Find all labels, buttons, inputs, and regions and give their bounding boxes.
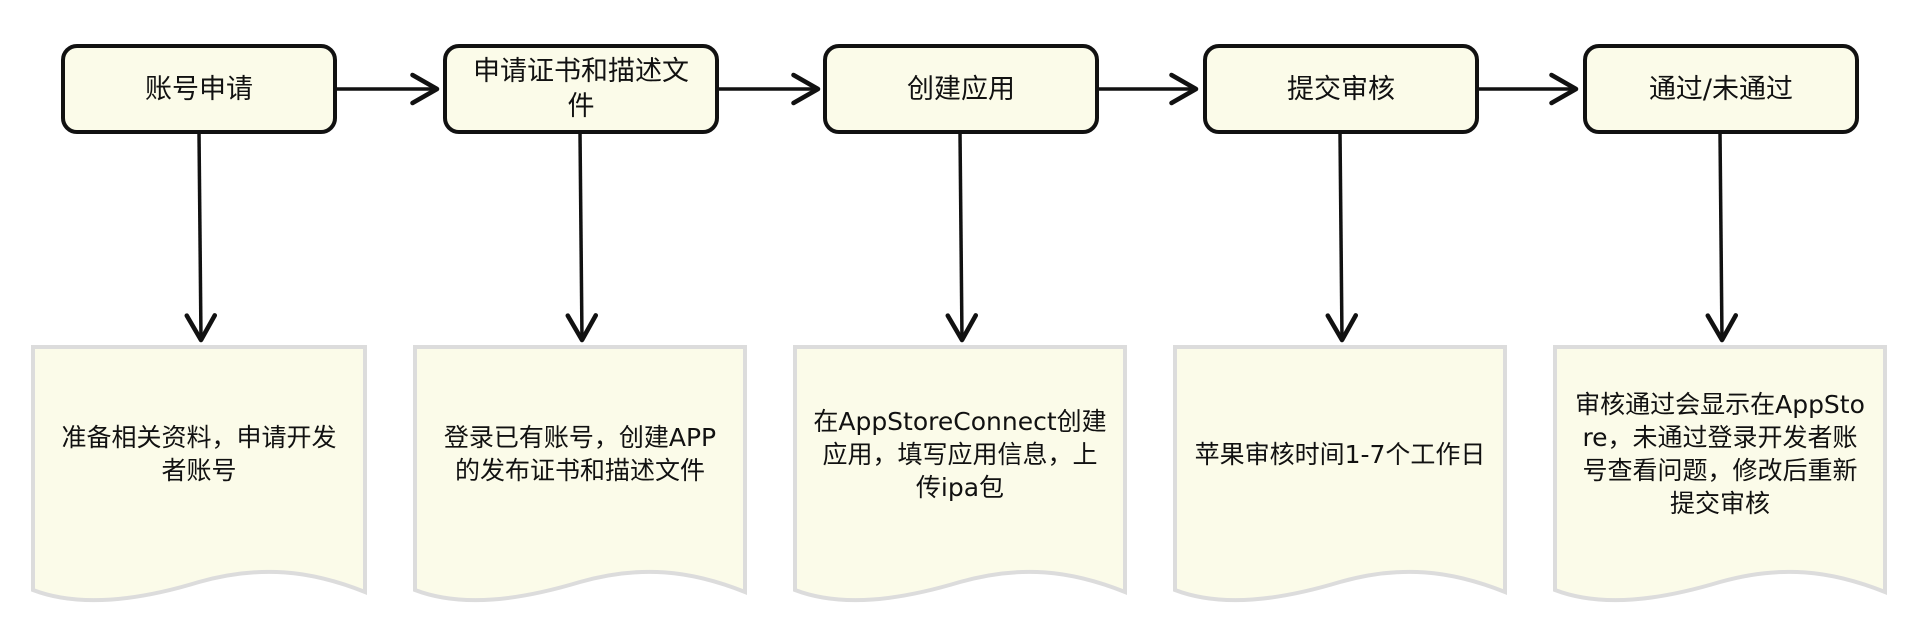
down-arrow-2: [565, 131, 599, 343]
step-box-2[interactable]: [443, 44, 719, 134]
note-text-5: 审核通过会显示在AppStore，未通过登录开发者账号查看问题，修改后重新提交审…: [1575, 390, 1865, 518]
step-box-5[interactable]: [1583, 44, 1859, 134]
step-box-1[interactable]: [61, 44, 337, 134]
note-text-3: 在AppStoreConnect创建应用，填写应用信息，上传ipa包: [813, 406, 1107, 502]
note-text-2: 登录已有账号，创建APP的发布证书和描述文件: [443, 423, 717, 485]
note-shape-3: [793, 345, 1127, 603]
step-label-2: 申请证书和描述文件: [473, 56, 689, 122]
note-shape-5: [1553, 345, 1887, 603]
note-text-4: 苹果审核时间1-7个工作日: [1194, 439, 1486, 469]
note-shape-1: [31, 345, 367, 603]
down-arrow-3: [945, 131, 979, 343]
note-text-1: 准备相关资料，申请开发者账号: [61, 423, 337, 485]
down-arrow-5: [1705, 131, 1739, 343]
step-box-3[interactable]: [823, 44, 1099, 134]
note-shape-2: [413, 345, 747, 603]
note-shape-4: [1173, 345, 1507, 603]
step-label-4: 提交审核: [1287, 73, 1395, 105]
step-label-3: 创建应用: [907, 73, 1015, 105]
down-arrow-4: [1325, 131, 1359, 343]
step-label-5: 通过/未通过: [1648, 73, 1794, 105]
step-label-1: 账号申请: [145, 73, 253, 105]
step-box-4[interactable]: [1203, 44, 1479, 134]
down-arrow-1: [184, 131, 218, 343]
